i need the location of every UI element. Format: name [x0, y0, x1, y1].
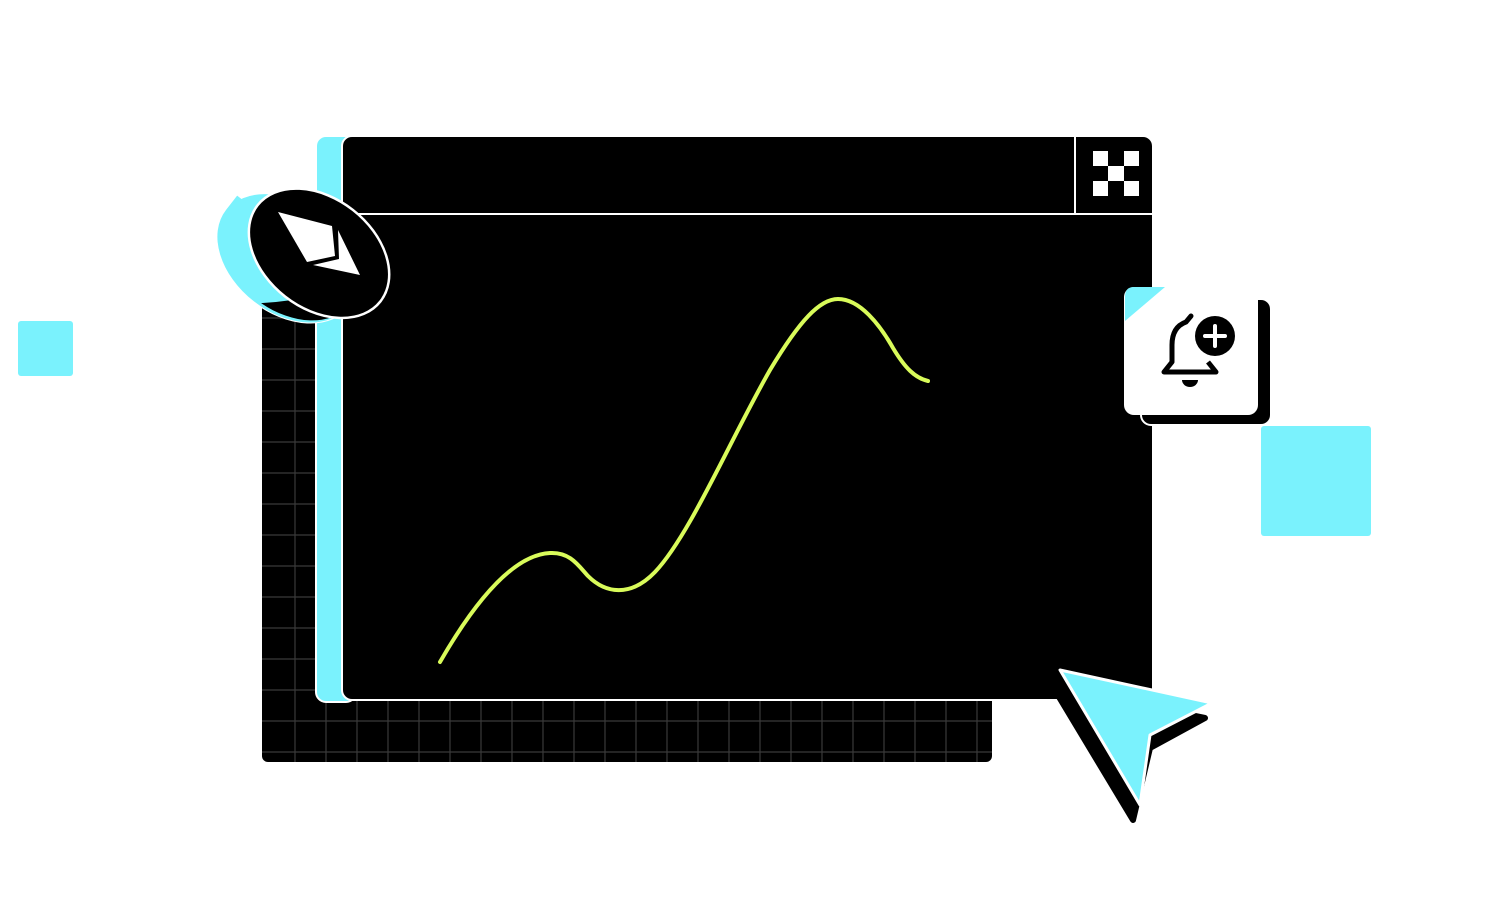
- trend-line: [438, 296, 930, 664]
- notification-card[interactable]: [1124, 287, 1272, 426]
- close-checker-icon[interactable]: [1093, 151, 1139, 196]
- decor-square-left: [18, 321, 73, 376]
- decor-square-right: [1261, 426, 1371, 536]
- chart-window: [341, 135, 1154, 701]
- bell-plus-icon: [1161, 313, 1235, 387]
- cursor-arrow-icon: [1050, 668, 1214, 823]
- ethereum-coin-icon: [216, 187, 391, 324]
